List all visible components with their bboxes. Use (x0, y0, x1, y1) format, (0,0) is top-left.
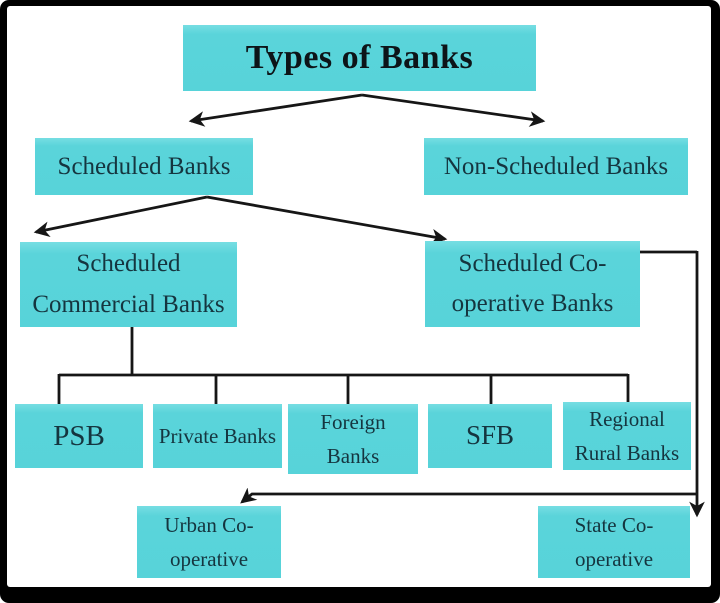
node-label-line2: Rural Banks (574, 441, 680, 465)
node-label-line1: Scheduled Co- (458, 249, 607, 277)
node-scheduled-banks: Scheduled Banks (35, 138, 253, 195)
node-label: Types of Banks (245, 38, 474, 76)
node-label-line1: Scheduled (76, 250, 181, 277)
node-non-scheduled-banks: Non-Scheduled Banks (424, 138, 688, 195)
node-label: Scheduled Banks (57, 152, 231, 180)
node-state-cooperative: State Co- operative (538, 506, 690, 578)
node-scheduled-commercial-banks: Scheduled Commercial Banks (20, 242, 237, 327)
edge-title-scheduled (188, 93, 363, 127)
node-sfb: SFB (428, 404, 552, 468)
node-label-line2: operative (169, 547, 249, 571)
node-label: Private Banks (158, 423, 277, 448)
edge-scheduled-commercial (33, 195, 208, 238)
node-label-line2: Banks (326, 444, 380, 468)
node-label-line2: operative (574, 547, 654, 571)
node-label-line2: Commercial Banks (32, 290, 225, 318)
edge-scheduled-cooperative (206, 195, 448, 245)
node-foreign-banks: Foreign Banks (288, 404, 418, 474)
edge-branch-urban (240, 487, 697, 504)
node-private-banks: Private Banks (153, 404, 282, 468)
edge-title-nonscheduled (361, 93, 546, 127)
node-psb: PSB (15, 404, 143, 468)
node-label-line1: Regional (589, 406, 665, 431)
node-label-line1: Urban Co- (164, 512, 254, 537)
node-scheduled-cooperative-banks: Scheduled Co- operative Banks (425, 241, 640, 327)
node-types-of-banks: Types of Banks (183, 25, 536, 91)
node-label-line1: State Co- (574, 512, 654, 537)
node-urban-cooperative: Urban Co- operative (137, 506, 281, 578)
node-label: Non-Scheduled Banks (443, 152, 669, 180)
node-regional-rural-banks: Regional Rural Banks (563, 402, 691, 470)
node-label: PSB (53, 419, 105, 452)
node-label: SFB (465, 420, 515, 451)
node-label-line2: operative Banks (451, 290, 614, 317)
node-label-line1: Foreign (320, 409, 386, 434)
